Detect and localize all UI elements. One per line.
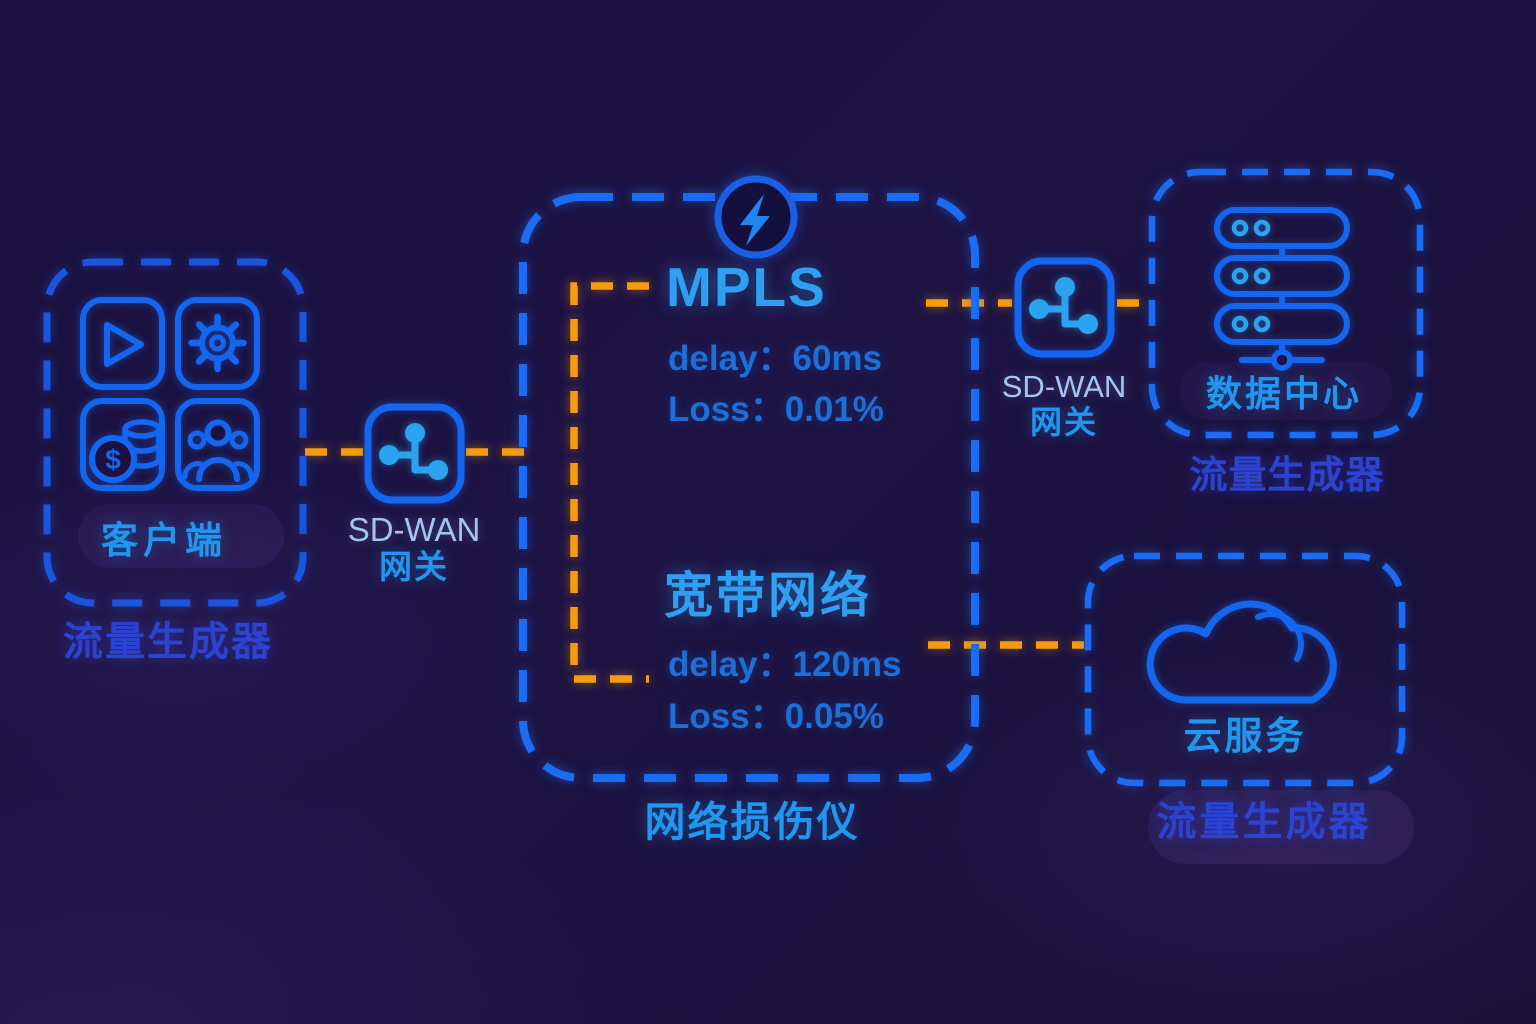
broadband-delay-label: delay：120ms <box>668 645 902 684</box>
cloud-box <box>1084 552 1406 787</box>
app-tile <box>80 398 165 491</box>
gateway-left-node <box>364 403 465 504</box>
cloud-box-border <box>1084 552 1406 787</box>
gateway-left-sub-label: 网关 <box>379 548 449 585</box>
mpls-title-label: MPLS <box>666 256 827 318</box>
network-branch-icon <box>1029 277 1098 334</box>
gateway-box <box>1014 257 1115 358</box>
server-stack-icon <box>1214 207 1350 371</box>
client-caption-label: 流量生成器 <box>63 620 273 664</box>
cloud-caption-label: 流量生成器 <box>1156 800 1372 844</box>
app-tile <box>80 297 165 390</box>
lightning-icon <box>714 175 798 259</box>
broadband-loss-label: Loss：0.05% <box>668 697 884 736</box>
gateway-right-name-label: SD-WAN <box>1001 369 1127 404</box>
label-glow <box>1180 362 1392 420</box>
datacenter-box-border <box>1148 168 1424 439</box>
users-icon <box>182 419 254 482</box>
broadband-title-label: 宽带网络 <box>664 569 873 623</box>
cloud-icon <box>1146 600 1337 704</box>
dollar-glyph: $ <box>105 444 121 475</box>
datacenter-title-label: 数据中心 <box>1205 373 1363 414</box>
gateway-left-name-label: SD-WAN <box>347 511 481 548</box>
datacenter-box <box>1148 168 1424 439</box>
coins-icon: $ <box>89 419 162 483</box>
cloud-title-label: 云服务 <box>1183 716 1307 758</box>
gateway-right-sub-label: 网关 <box>1029 404 1099 440</box>
label-glow <box>1148 790 1414 864</box>
datacenter-caption-label: 流量生成器 <box>1189 455 1385 497</box>
gear-icon <box>188 313 247 373</box>
gateway-box <box>364 403 465 504</box>
gateway-right-node <box>1014 257 1115 358</box>
mpls-delay-label: delay：60ms <box>668 339 883 378</box>
app-tile <box>175 398 260 491</box>
app-tile <box>175 297 260 390</box>
impairment-caption-label: 网络损伤仪 <box>644 799 860 845</box>
mpls-loss-label: Loss：0.01% <box>668 390 884 429</box>
impairment-box <box>519 175 979 782</box>
network-branch-icon <box>379 423 448 480</box>
play-icon <box>104 322 144 367</box>
client-title-label: 客户端 <box>101 520 227 561</box>
client-box: $ <box>43 258 307 607</box>
client-box-border <box>43 258 307 607</box>
impairment-input-bracket <box>570 282 649 683</box>
label-glow <box>78 504 284 568</box>
